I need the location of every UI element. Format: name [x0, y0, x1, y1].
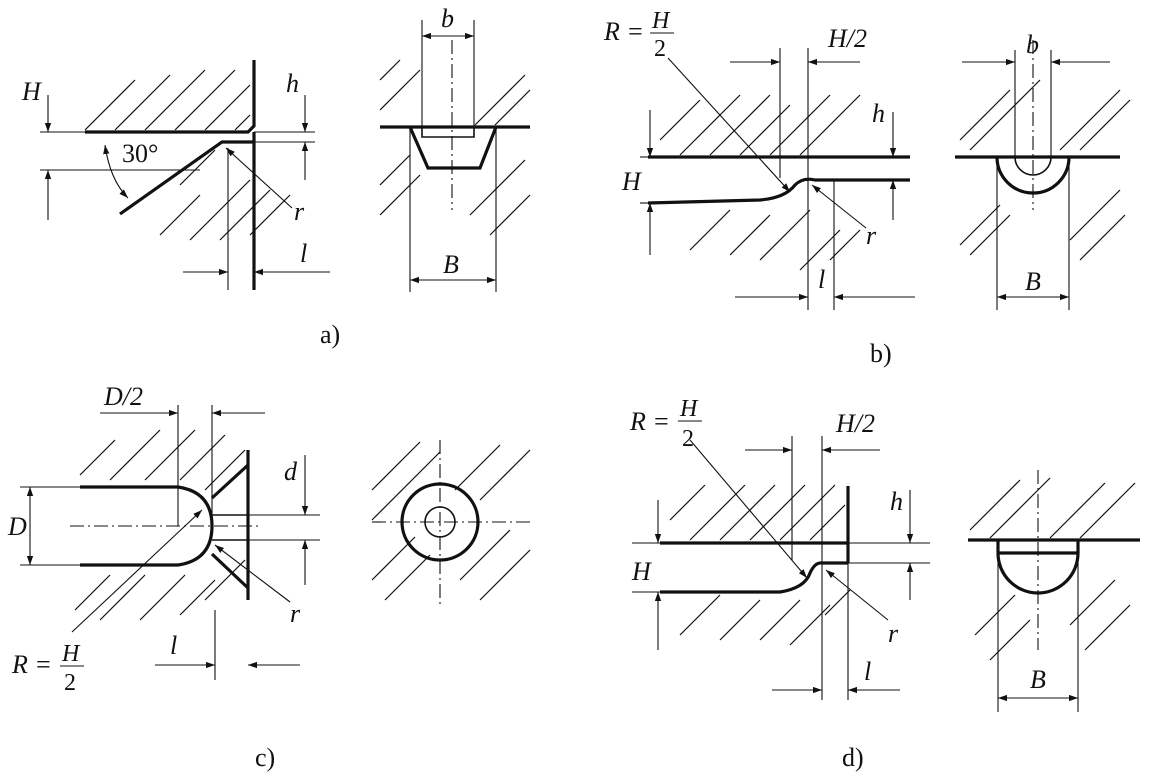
label-H-d: H	[631, 557, 652, 586]
label-halfH-d: H/2	[835, 409, 875, 438]
label-R-c: R =	[11, 650, 52, 679]
label-l-a: l	[300, 239, 307, 268]
part-contour-d	[660, 561, 848, 594]
R-den-c: 2	[64, 670, 76, 696]
label-l-b: l	[818, 265, 825, 294]
hatch-upper-c	[79, 429, 246, 491]
caption-b: b)	[870, 339, 892, 368]
label-D-c: D	[7, 512, 27, 541]
panel-c: D D/2 d R = H 2 r l	[7, 382, 531, 772]
R-den-b: 2	[654, 36, 666, 62]
caption-c: c)	[255, 743, 275, 772]
label-H-b: H	[621, 167, 642, 196]
hatch-lower-c	[74, 559, 246, 621]
label-angle-a: 30°	[122, 139, 158, 168]
caption-d: d)	[842, 743, 864, 772]
R-den-d: 2	[682, 426, 694, 452]
hatch-lower-d	[679, 589, 851, 646]
chamfer-c	[210, 463, 250, 590]
label-r-d: r	[888, 619, 899, 648]
label-B-b: B	[1025, 267, 1041, 296]
label-r-a: r	[294, 197, 305, 226]
label-b-b: b	[1026, 30, 1039, 59]
panel-b: H h H/2 R = H 2 r l	[603, 8, 1131, 368]
label-l-c: l	[170, 631, 177, 660]
hatch-lower-a	[159, 149, 291, 241]
R-num-d: H	[679, 396, 699, 422]
label-R-b: R =	[603, 17, 644, 46]
chamfer-contour-a	[119, 140, 254, 216]
hole-lines-c	[212, 514, 248, 541]
label-H-a: H	[21, 77, 42, 106]
label-h-a: h	[286, 69, 299, 98]
groove-inner-b	[1014, 156, 1052, 176]
label-halfD-c: D/2	[103, 382, 143, 411]
hatch-upper-b	[659, 94, 861, 156]
hatch-lower-b	[689, 209, 861, 271]
label-h-d: h	[890, 487, 903, 516]
hatch-upper-a	[84, 69, 251, 131]
R-num-c: H	[61, 641, 81, 667]
groove-top-a	[421, 127, 475, 138]
hatch-section-a	[379, 59, 531, 236]
label-B-a: B	[443, 250, 459, 279]
R-num-b: H	[651, 8, 671, 34]
label-h-b: h	[872, 99, 885, 128]
label-r-c: r	[290, 599, 301, 628]
part-contour-a	[85, 60, 256, 134]
label-b-a: b	[441, 4, 454, 33]
hatch-upper-d	[669, 484, 846, 541]
label-d-c: d	[284, 457, 298, 486]
hatch-section-d	[969, 477, 1136, 661]
label-R-d: R =	[629, 407, 670, 436]
part-contour-b	[647, 177, 910, 205]
groove-profile-a	[408, 126, 498, 170]
label-B-d: B	[1030, 665, 1046, 694]
label-r-b: r	[866, 221, 877, 250]
panel-a: H h 30° r l b B a)	[21, 4, 531, 349]
hatch-section-c	[371, 441, 531, 601]
hatch-section-b	[959, 79, 1131, 261]
label-l-d: l	[864, 657, 871, 686]
caption-a: a)	[320, 320, 340, 349]
label-halfH-b: H/2	[827, 24, 867, 53]
panel-d: H h H/2 R = H 2 r l	[629, 396, 1140, 772]
